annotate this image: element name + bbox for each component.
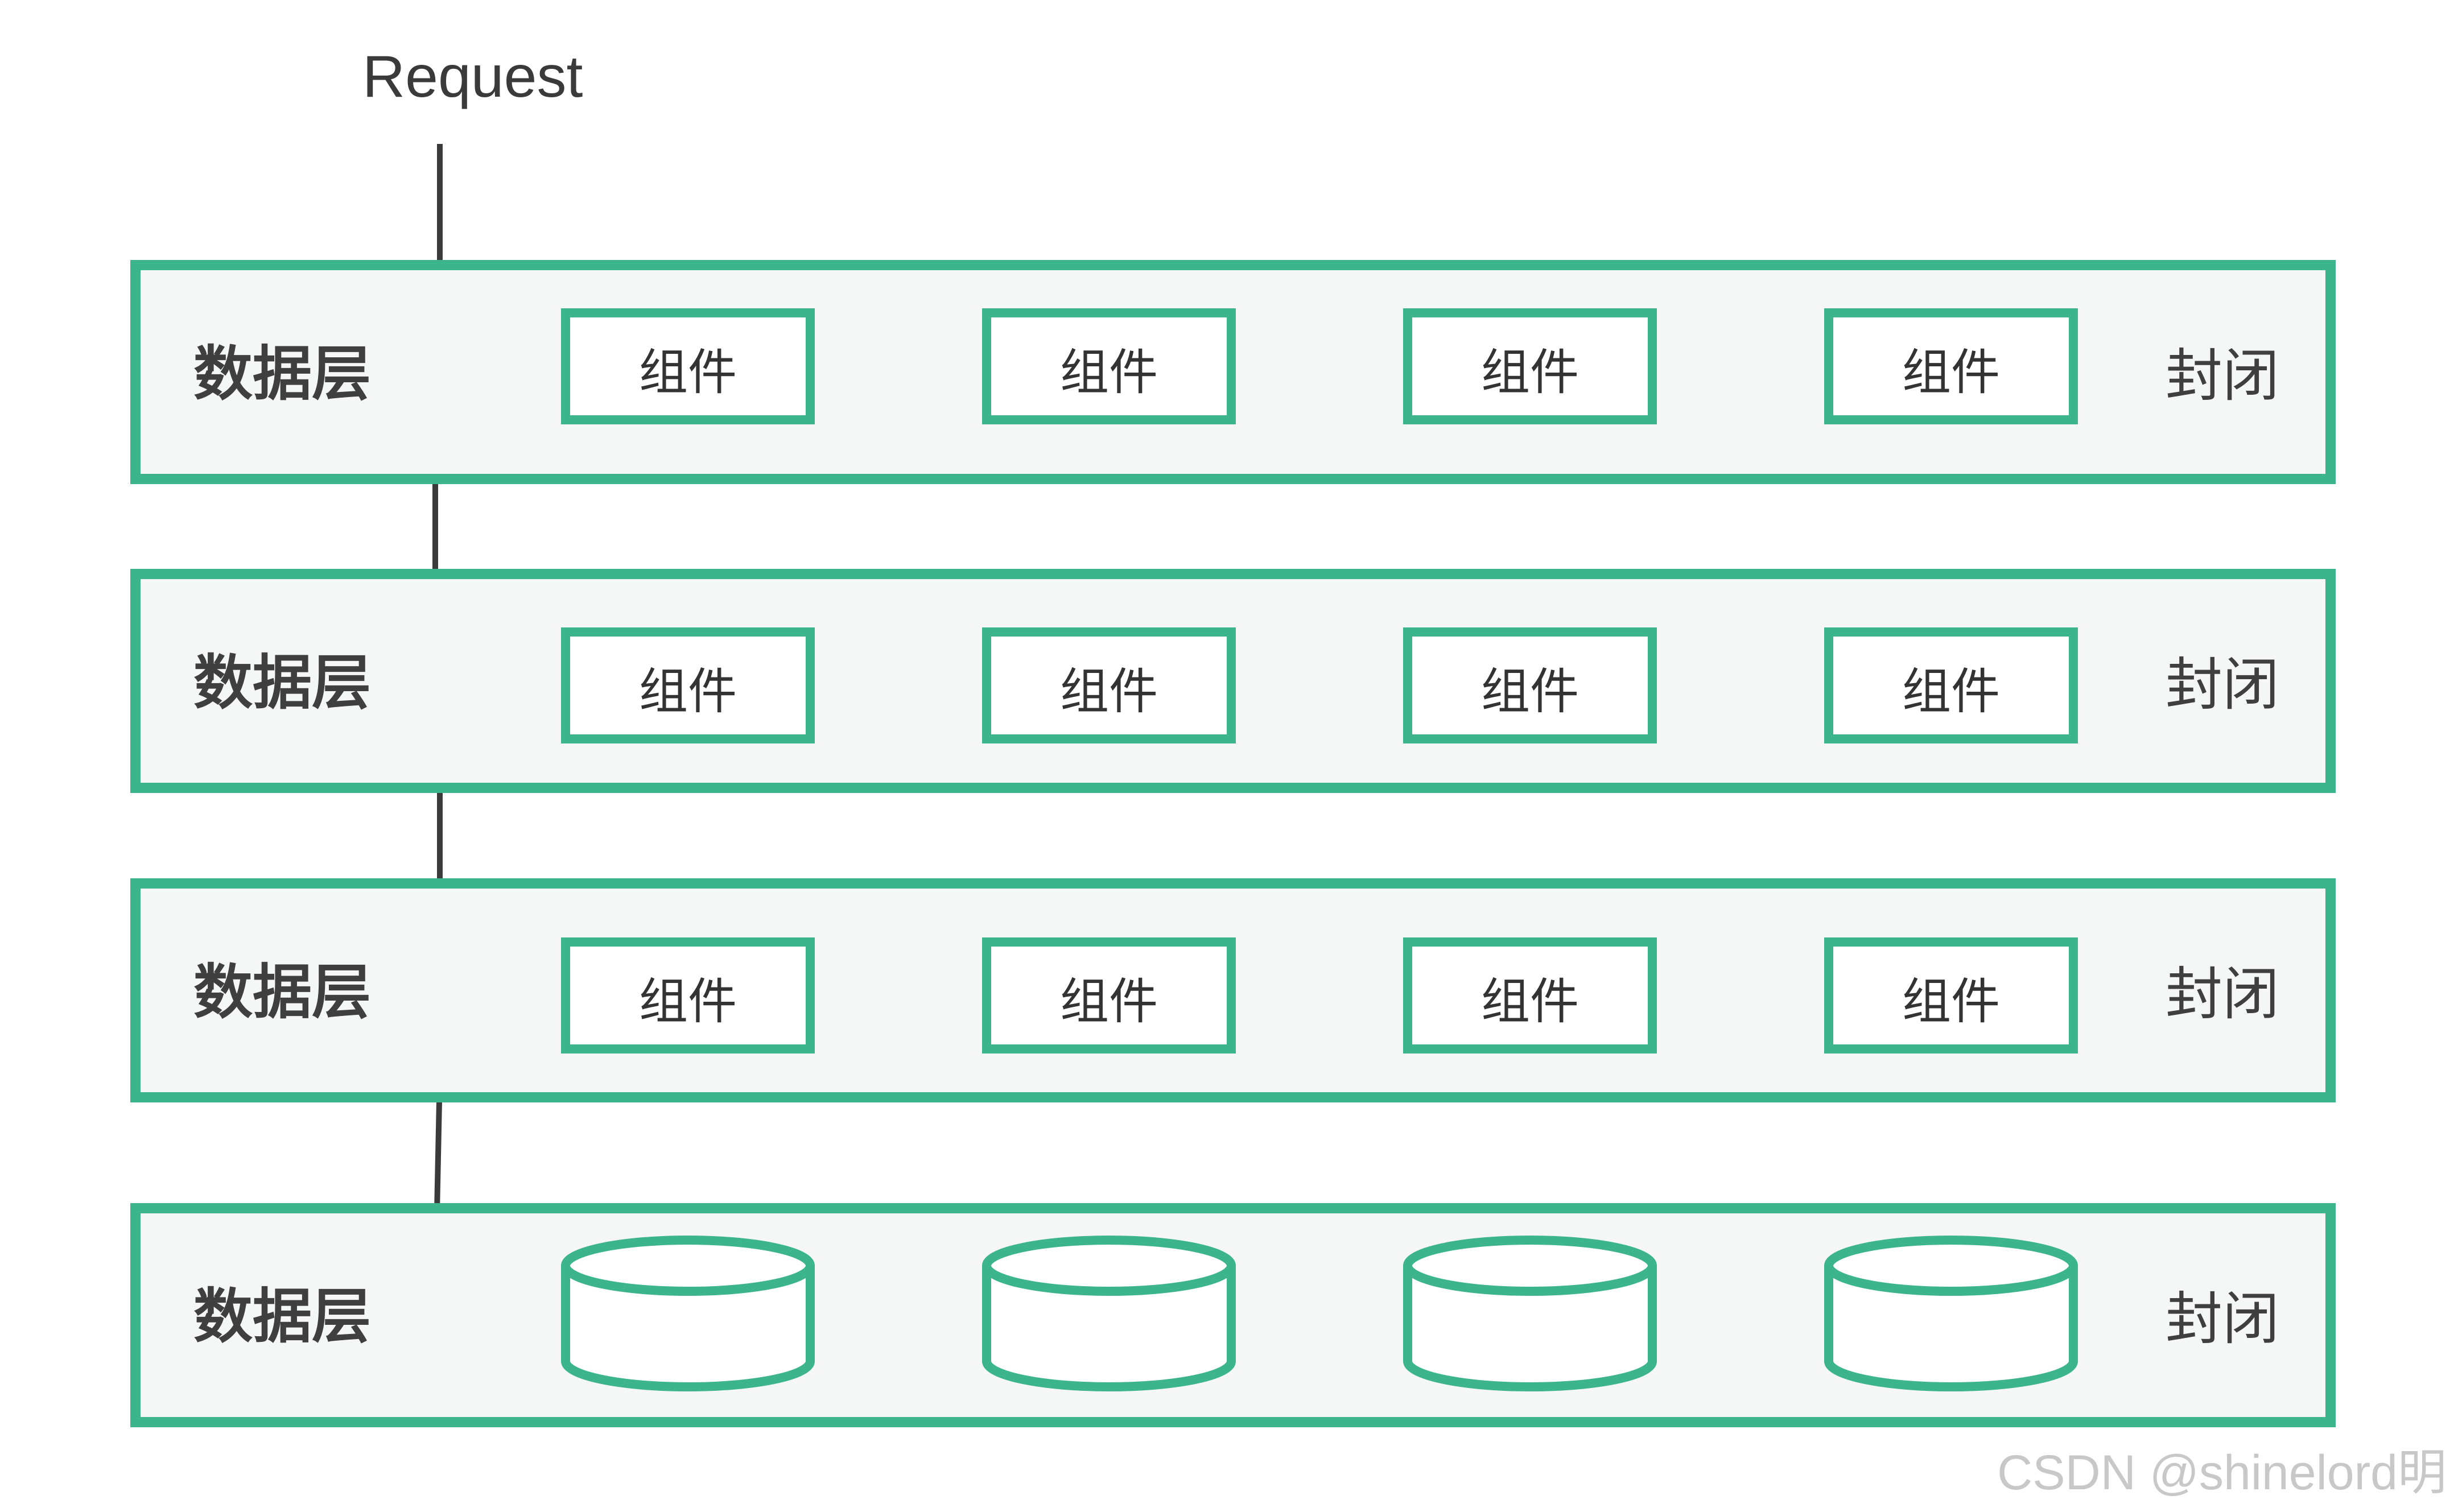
layer-1-component-3-label: 组件 (1481, 344, 1579, 401)
database-icon (1824, 1236, 2078, 1391)
layer-3-component-1-label: 组件 (639, 973, 737, 1030)
layer-1: 数据层 组件 组件 组件 组件 封闭 (130, 260, 2336, 484)
layer-2-component-3-label: 组件 (1481, 663, 1579, 720)
layer-3-component-1: 组件 (561, 937, 815, 1054)
layer-3-component-4-label: 组件 (1902, 973, 2000, 1030)
layer-3-component-3: 组件 (1403, 937, 1657, 1054)
layer-3: 数据层 组件 组件 组件 组件 封闭 (130, 878, 2336, 1102)
layer-1-component-1: 组件 (561, 308, 815, 424)
request-label: Request (362, 44, 583, 110)
layer-3-component-3-label: 组件 (1481, 973, 1579, 1030)
layer-2: 数据层 组件 组件 组件 组件 封闭 (130, 569, 2336, 793)
layer-3-component-2-label: 组件 (1060, 973, 1158, 1030)
layer-2-component-4: 组件 (1824, 627, 2078, 743)
database-icon (561, 1236, 815, 1391)
database-icon (982, 1236, 1236, 1391)
layer-3-label: 数据层 (193, 957, 371, 1027)
layer-2-component-1-label: 组件 (639, 663, 737, 720)
layer-2-label: 数据层 (193, 648, 371, 717)
layer-4-label: 数据层 (193, 1282, 371, 1351)
layer-1-component-3: 组件 (1403, 308, 1657, 424)
layer-3-component-2: 组件 (982, 937, 1236, 1054)
layer-1-component-2-label: 组件 (1060, 344, 1158, 401)
layer-4-status: 封闭 (2166, 1286, 2279, 1352)
layer-1-component-4-label: 组件 (1902, 344, 2000, 401)
layer-2-component-3: 组件 (1403, 627, 1657, 743)
layer-1-component-1-label: 组件 (639, 344, 737, 401)
layer-2-component-2: 组件 (982, 627, 1236, 743)
layer-4: 数据层 封闭 (130, 1203, 2336, 1427)
layer-1-label: 数据层 (193, 339, 371, 408)
layer-1-component-4: 组件 (1824, 308, 2078, 424)
layer-2-status: 封闭 (2166, 651, 2279, 718)
watermark: CSDN @shinelord明 (1997, 1445, 2447, 1500)
layer-3-component-4: 组件 (1824, 937, 2078, 1054)
layer-2-component-1: 组件 (561, 627, 815, 743)
layer-1-status: 封闭 (2166, 342, 2279, 409)
database-icon (1403, 1236, 1657, 1391)
layer-2-component-4-label: 组件 (1902, 663, 2000, 720)
layer-1-component-2: 组件 (982, 308, 1236, 424)
layer-2-component-2-label: 组件 (1060, 663, 1158, 720)
layer-3-status: 封闭 (2166, 961, 2279, 1027)
